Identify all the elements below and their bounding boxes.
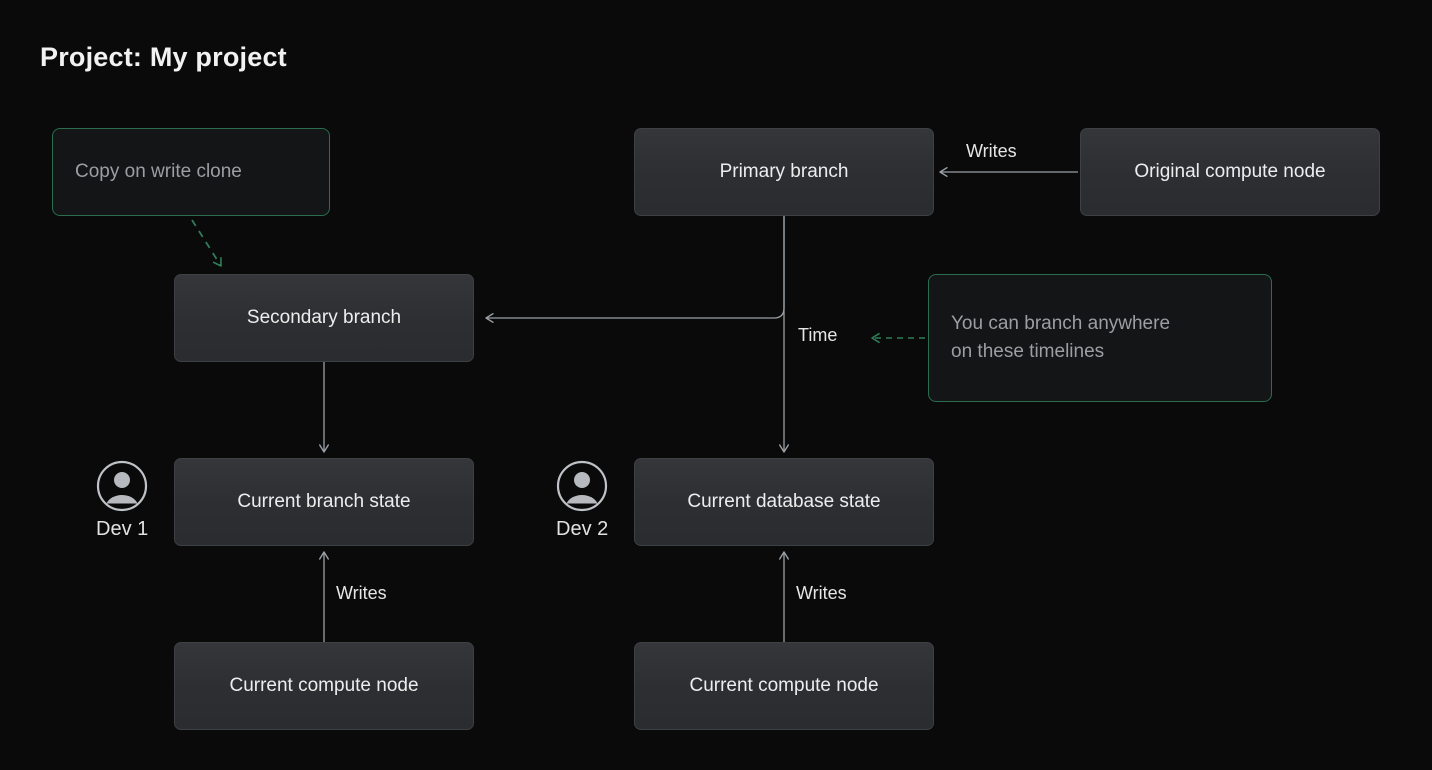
user-avatar-icon	[556, 460, 608, 512]
label-writes-left: Writes	[336, 583, 387, 603]
note-branch-anywhere[interactable]: You can branch anywhere on these timelin…	[928, 274, 1272, 402]
label-time: Time	[798, 325, 838, 345]
node-primary-branch-label: Primary branch	[719, 161, 849, 182]
node-copy-on-write-clone[interactable]: Copy on write clone	[52, 128, 330, 216]
node-secondary-branch[interactable]: Secondary branch	[174, 274, 474, 362]
node-current-compute-node-left-label: Current compute node	[229, 675, 419, 696]
node-copy-on-write-clone-label: Copy on write clone	[75, 161, 242, 183]
node-current-branch-state[interactable]: Current branch state	[174, 458, 474, 546]
note-branch-anywhere-line2: on these timelines	[951, 341, 1105, 362]
note-branch-anywhere-line1: You can branch anywhere	[951, 313, 1171, 335]
dev2-label: Dev 2	[556, 518, 609, 540]
wire-clone-to-secondary-dashed	[191, 219, 222, 267]
node-original-compute-node[interactable]: Original compute node	[1080, 128, 1380, 216]
node-current-database-state[interactable]: Current database state	[634, 458, 934, 546]
page-title: Project: My project	[40, 42, 287, 72]
user-avatar-icon	[96, 460, 148, 512]
wire-primary-to-secondary	[485, 216, 785, 323]
node-current-compute-node-left[interactable]: Current compute node	[174, 642, 474, 730]
node-primary-branch[interactable]: Primary branch	[634, 128, 934, 216]
dev1-label: Dev 1	[96, 518, 149, 540]
node-current-branch-state-label: Current branch state	[237, 491, 411, 512]
label-writes-right: Writes	[796, 583, 847, 603]
label-writes-top: Writes	[966, 141, 1017, 161]
node-current-compute-node-right[interactable]: Current compute node	[634, 642, 934, 730]
node-current-compute-node-right-label: Current compute node	[689, 675, 879, 696]
node-current-database-state-label: Current database state	[687, 491, 881, 512]
node-original-compute-node-label: Original compute node	[1134, 161, 1326, 182]
node-secondary-branch-label: Secondary branch	[246, 307, 402, 328]
